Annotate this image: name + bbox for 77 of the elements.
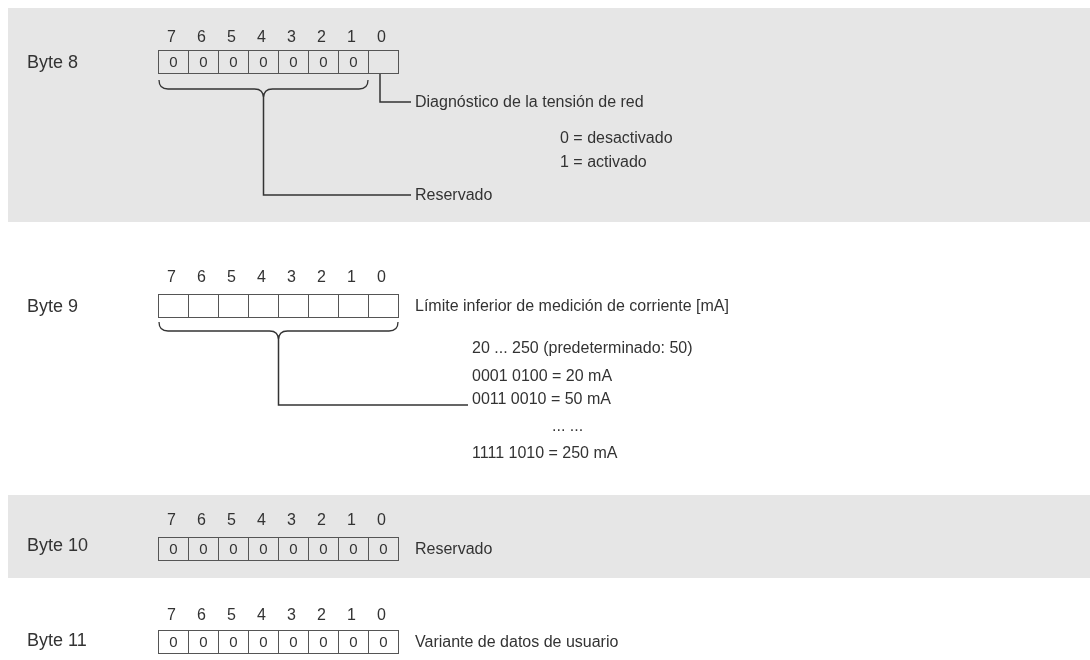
bit-cell: 0 [158,50,189,74]
bit-cell: 0 [158,537,189,561]
leader-line [379,73,412,103]
bit-number: 0 [377,267,386,287]
value-text: 20 ... 250 (predeterminado: 50) [472,338,693,358]
byte-label: Byte 11 [27,630,87,650]
bit-cell: 0 [368,630,399,654]
bit-number: 7 [167,27,176,47]
bit-number: 2 [317,605,326,625]
bit-number: 2 [317,27,326,47]
bit-number: 7 [167,605,176,625]
field-label: Variante de datos de usuario [415,632,619,652]
field-label: Diagnóstico de la tensión de red [415,92,644,112]
bit-number: 6 [197,267,206,287]
bit-cell: 0 [248,50,279,74]
bit-number: 5 [227,510,236,530]
bit-cell: 0 [158,630,189,654]
bit-number: 4 [257,510,266,530]
bit-number: 2 [317,510,326,530]
bit-number: 6 [197,510,206,530]
option-text: 1 = activado [560,152,647,172]
bit-cell: 0 [308,630,339,654]
bit-cell: 0 [278,50,309,74]
bit-cell: 0 [278,537,309,561]
bit-number: 0 [377,605,386,625]
bit-cell: 0 [308,50,339,74]
bit-cell: 0 [218,50,249,74]
leader-line [277,339,469,406]
bit-cell: 0 [248,537,279,561]
curly-brace [158,79,369,99]
bit-number: 3 [287,27,296,47]
leader-line [262,97,412,196]
bit-number: 3 [287,510,296,530]
byte-label: Byte 9 [27,296,79,316]
value-text: 0001 0100 = 20 mA [472,366,613,386]
bit-number: 2 [317,267,326,287]
bit-cell: 0 [338,630,369,654]
bit-number: 4 [257,605,266,625]
bit-number: 7 [167,267,176,287]
bit-number: 0 [377,27,386,47]
bit-number: 4 [257,27,266,47]
bit-number: 3 [287,267,296,287]
bit-cell: 0 [338,50,369,74]
field-label: Reservado [415,539,493,559]
bit-number: 5 [227,605,236,625]
bit-cell: 0 [218,630,249,654]
field-label: Reservado [415,185,493,205]
bit-number: 3 [287,605,296,625]
bit-number: 7 [167,510,176,530]
bit-number: 1 [347,605,356,625]
bit-number: 5 [227,267,236,287]
bit-cell: 0 [338,537,369,561]
bit-number: 1 [347,267,356,287]
bit-cell: 0 [368,537,399,561]
bit-cell: 0 [278,630,309,654]
bit-number: 6 [197,27,206,47]
bit-cell: 0 [188,537,219,561]
bit-number: 5 [227,27,236,47]
bit-cell: 0 [248,630,279,654]
field-label: Límite inferior de medición de corriente [mA] [415,296,729,316]
value-text: 0011 0010 = 50 mA [472,389,611,409]
curly-brace [158,321,399,341]
bit-cell: 0 [308,537,339,561]
bit-cell: 0 [188,630,219,654]
value-text: 1111 1010 = 250 mA [472,443,618,463]
option-text: 0 = desactivado [560,128,673,148]
bit-number: 1 [347,510,356,530]
bit-number: 1 [347,27,356,47]
value-text: ... ... [552,416,584,436]
byte-label: Byte 8 [27,52,79,72]
bit-cell: 0 [218,537,249,561]
bit-cell [368,50,399,74]
byte-label: Byte 10 [27,535,89,555]
bit-number: 0 [377,510,386,530]
bit-number: 6 [197,605,206,625]
bit-number: 4 [257,267,266,287]
bit-cell: 0 [188,50,219,74]
